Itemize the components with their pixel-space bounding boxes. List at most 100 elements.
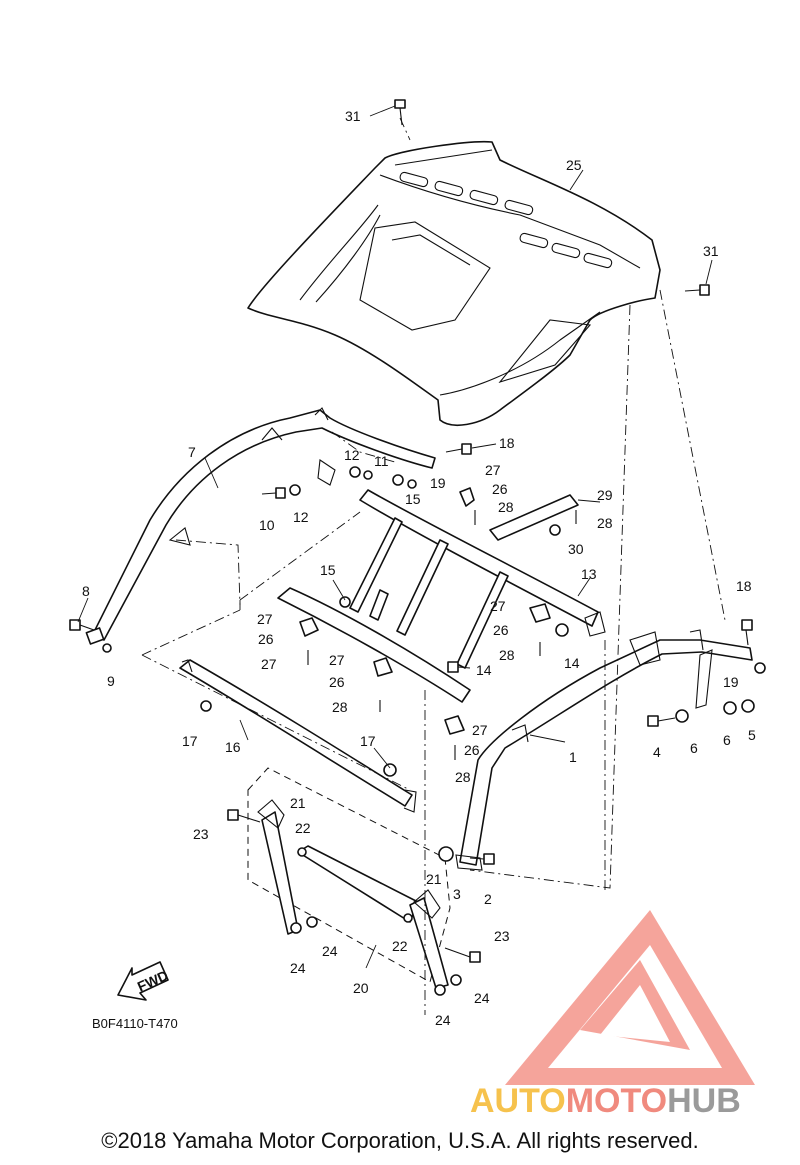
nut-icon xyxy=(383,763,397,777)
nut-icon xyxy=(549,524,561,536)
bracket-icon xyxy=(459,487,475,507)
part-label: 28 xyxy=(499,647,515,663)
part-label: 14 xyxy=(476,662,492,678)
part-label: 26 xyxy=(493,622,509,638)
part-label: 16 xyxy=(225,739,241,755)
bracket-icon xyxy=(489,494,579,541)
part-label: 27 xyxy=(261,656,277,672)
bracket-icon xyxy=(299,617,319,637)
part-label: 17 xyxy=(182,733,198,749)
fwd-arrow-icon: FWD xyxy=(117,961,171,1001)
nut-icon xyxy=(555,623,569,637)
bolt-icon xyxy=(394,99,406,126)
part-label: 2 xyxy=(484,891,492,907)
washer-icon xyxy=(675,709,689,723)
part-label: 22 xyxy=(295,820,311,836)
part-label: 24 xyxy=(474,990,490,1006)
washer-icon xyxy=(741,699,755,713)
part-label: 19 xyxy=(723,674,739,690)
part-label: 24 xyxy=(435,1012,451,1028)
part-label: 5 xyxy=(748,727,756,743)
part-label: 9 xyxy=(107,673,115,689)
part-label: 14 xyxy=(564,655,580,671)
nut-icon xyxy=(200,700,212,712)
part-label: 15 xyxy=(405,491,421,507)
brand-part-hub: HUB xyxy=(667,1082,741,1120)
nut-icon xyxy=(754,662,766,674)
front-frame xyxy=(455,629,753,871)
washer-icon xyxy=(438,846,454,862)
part-label: 27 xyxy=(472,722,488,738)
part-label: 24 xyxy=(322,943,338,959)
part-label: 28 xyxy=(498,499,514,515)
brand-part-auto: AUTO xyxy=(470,1082,566,1120)
nut-icon xyxy=(403,913,413,923)
watermark-logo-icon xyxy=(505,910,755,1085)
rear-cross-bar xyxy=(179,659,417,813)
brand-part-moto: MOTO xyxy=(565,1082,668,1120)
watermark-brand: AUTOMOTOHUB xyxy=(470,1082,741,1121)
part-label: 12 xyxy=(344,447,360,463)
drawing-code: B0F4110-T470 xyxy=(92,1016,178,1031)
part-label: 27 xyxy=(490,598,506,614)
nut-icon xyxy=(289,484,301,496)
part-label: 12 xyxy=(293,509,309,525)
part-label: 27 xyxy=(485,462,501,478)
part-label: 6 xyxy=(690,740,698,756)
roof-panel xyxy=(247,140,661,426)
part-label: 27 xyxy=(329,652,345,668)
nut-icon xyxy=(297,847,307,857)
part-label: 11 xyxy=(374,453,389,469)
bolt-icon xyxy=(261,487,286,499)
part-label: 21 xyxy=(290,795,306,811)
nut-icon xyxy=(339,596,351,608)
nut-icon xyxy=(290,922,302,934)
bracket-icon xyxy=(373,657,393,677)
part-label: 28 xyxy=(597,515,613,531)
part-label: 26 xyxy=(329,674,345,690)
nut-icon xyxy=(392,474,404,486)
lower-gusset-assembly xyxy=(247,767,451,989)
bolt-icon xyxy=(69,619,95,631)
nut-icon xyxy=(306,916,318,928)
bracket-icon xyxy=(444,715,465,735)
nut-icon xyxy=(723,701,737,715)
part-label: 8 xyxy=(82,583,90,599)
reference-lines xyxy=(141,117,726,1015)
nut-icon xyxy=(450,974,462,986)
bolt-icon xyxy=(447,661,471,673)
part-label: 26 xyxy=(258,631,274,647)
part-label: 18 xyxy=(736,578,752,594)
part-label: 4 xyxy=(653,744,661,760)
part-label: 17 xyxy=(360,733,376,749)
bolt-icon xyxy=(444,947,481,963)
bolt-icon xyxy=(445,443,472,455)
bolt-icon xyxy=(469,853,495,865)
part-label: 19 xyxy=(430,475,446,491)
part-label: 21 xyxy=(426,871,442,887)
part-label: 31 xyxy=(703,243,719,259)
nut-icon xyxy=(102,643,112,653)
part-label: 27 xyxy=(257,611,273,627)
nut-icon xyxy=(407,479,417,489)
part-label: 1 xyxy=(569,749,577,765)
part-label: 20 xyxy=(353,980,369,996)
hardware xyxy=(69,99,766,996)
bracket-icon xyxy=(529,603,551,623)
part-label: 3 xyxy=(453,886,461,902)
part-label: 28 xyxy=(332,699,348,715)
nut-icon xyxy=(434,984,446,996)
part-label: 26 xyxy=(492,481,508,497)
part-label: 6 xyxy=(723,732,731,748)
part-label: 23 xyxy=(494,928,510,944)
bolt-icon xyxy=(741,619,753,646)
part-labels: 31 25 31 7 18 12 11 19 27 15 26 28 29 28… xyxy=(82,108,756,1028)
bolt-icon xyxy=(227,809,261,823)
part-label: 13 xyxy=(581,566,597,582)
part-label: 31 xyxy=(345,108,361,124)
part-label: 24 xyxy=(290,960,306,976)
part-label: 7 xyxy=(188,444,196,460)
part-label: 25 xyxy=(566,157,582,173)
part-label: 10 xyxy=(259,517,275,533)
